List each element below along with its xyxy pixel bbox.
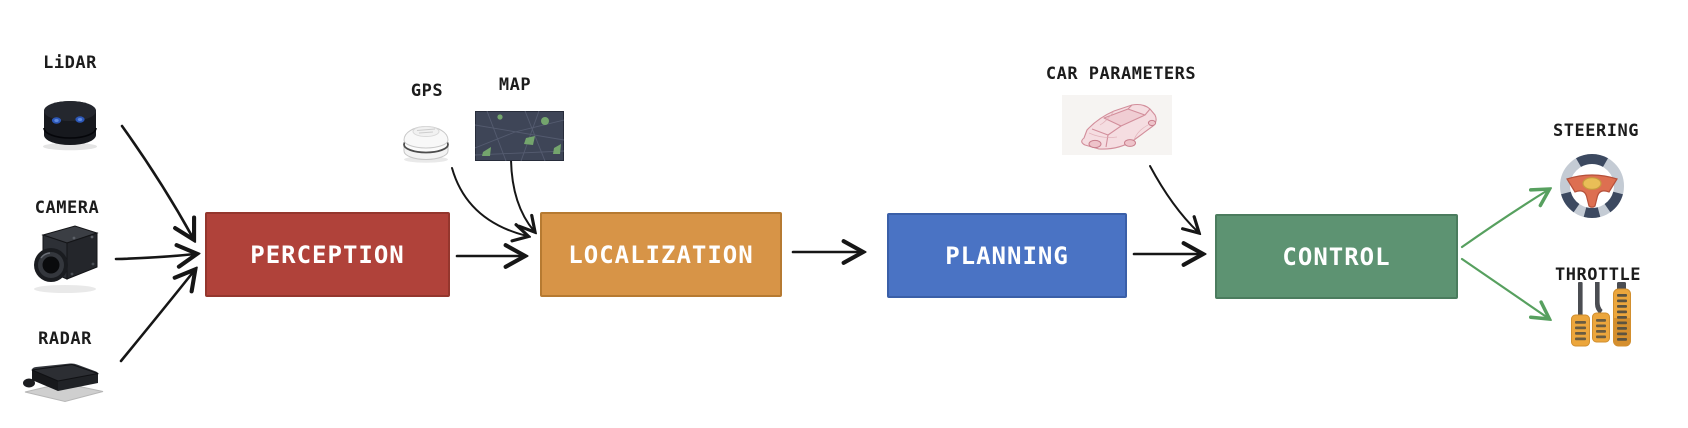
radar-label: RADAR xyxy=(38,329,92,349)
steering-wheel-icon xyxy=(1556,150,1628,222)
stage-localization: LOCALIZATION xyxy=(540,212,782,297)
arrow-radar-to-perception xyxy=(119,271,194,363)
arrow-control-to-throttle xyxy=(1460,257,1548,318)
throttle-label: THROTTLE xyxy=(1555,265,1641,285)
arrow-lidar-to-perception xyxy=(120,124,193,238)
stage-planning: PLANNING xyxy=(887,213,1127,298)
arrow-camera-to-perception xyxy=(114,254,195,259)
pedals-icon xyxy=(1569,282,1633,350)
gps-receiver-icon xyxy=(397,116,455,164)
arrow-gps-to-localization xyxy=(451,167,527,236)
lidar-label: LiDAR xyxy=(43,53,97,73)
car-parameters-label: CAR PARAMETERS xyxy=(1045,64,1197,84)
stage-planning-label: PLANNING xyxy=(945,241,1069,270)
steering-label: STEERING xyxy=(1553,121,1639,141)
radar-icon xyxy=(18,360,108,406)
camera-icon xyxy=(27,220,103,294)
map-label: MAP xyxy=(498,75,532,95)
camera-label: CAMERA xyxy=(34,198,100,218)
stage-control-label: CONTROL xyxy=(1282,242,1391,271)
lidar-icon xyxy=(36,97,104,151)
car-wireframe-icon xyxy=(1062,95,1172,155)
stage-localization-label: LOCALIZATION xyxy=(568,240,754,269)
arrow-map-to-localization xyxy=(510,159,534,231)
stage-perception-label: PERCEPTION xyxy=(250,240,405,269)
map-icon xyxy=(474,110,565,162)
stage-perception: PERCEPTION xyxy=(205,212,450,297)
stage-control: CONTROL xyxy=(1215,214,1458,299)
arrow-carparams-to-control xyxy=(1149,165,1198,232)
gps-label: GPS xyxy=(410,81,444,101)
arrow-control-to-steering xyxy=(1460,190,1548,249)
